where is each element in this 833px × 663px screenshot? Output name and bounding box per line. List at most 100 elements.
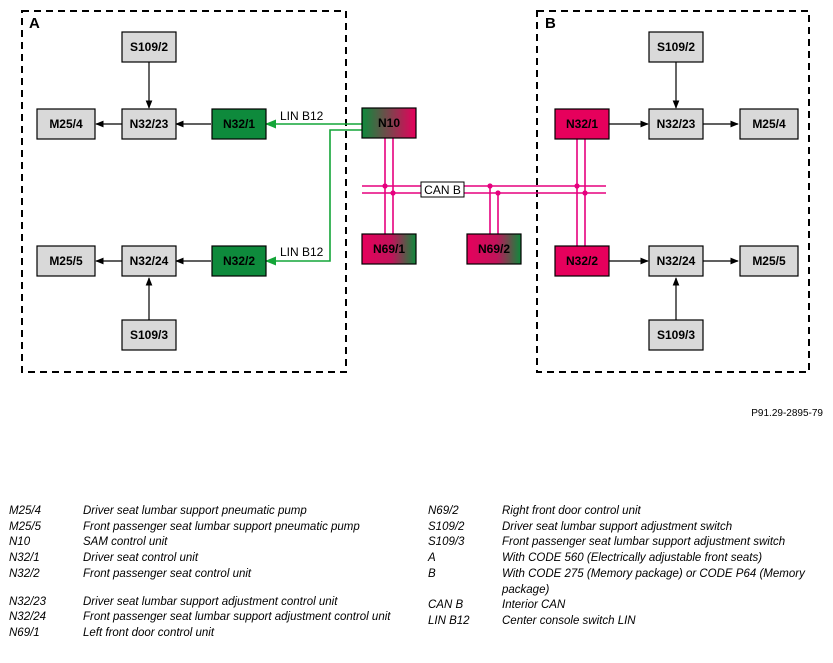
svg-text:S109/2: S109/2 [657, 40, 695, 54]
svg-text:M25/4: M25/4 [49, 117, 83, 131]
legend-row: N32/24 Front passenger seat lumbar suppor… [9, 610, 399, 626]
legend-code: N32/24 [9, 611, 47, 624]
legend-description: Interior CAN [502, 599, 566, 612]
legend-row: N32/23 Driver seat lumbar support adjustm… [9, 595, 399, 611]
legend-description: Front passenger seat lumbar support adju… [83, 611, 391, 624]
legend-row: S109/2 Driver seat lumbar support adjustm… [428, 520, 818, 536]
legend-code: N32/2 [9, 567, 40, 580]
legend-code: N32/1 [9, 552, 40, 565]
box-n32-2: N32/2 [211, 245, 267, 277]
legend-row: N10 SAM control unit [9, 535, 399, 551]
legend-row: N32/1 Driver seat control unit [9, 551, 399, 567]
svg-text:S109/2: S109/2 [130, 40, 168, 54]
svg-text:N69/1: N69/1 [373, 242, 405, 256]
legend-description: With CODE 560 (Electrically adjustable f… [502, 552, 763, 565]
svg-text:M25/4: M25/4 [752, 117, 786, 131]
svg-text:N32/2: N32/2 [223, 254, 255, 268]
can-b-label-box [420, 181, 465, 198]
lin-b12-top-label: LIN B12 [280, 109, 324, 123]
box-n32-24-right: N32/24 [648, 245, 704, 277]
legend-description: Front passenger seat lumbar support pneu… [83, 520, 360, 533]
legend-code: S109/3 [428, 536, 465, 549]
legend-code: N10 [9, 536, 31, 549]
legend-description: Driver seat lumbar support adjustment sw… [502, 520, 733, 533]
box-m25-4-left: M25/4 [36, 108, 96, 140]
lin-bus [264, 119, 362, 266]
svg-text:N32/23: N32/23 [130, 117, 169, 131]
legend-row: A With CODE 560 (Electrically adjustable … [428, 551, 818, 567]
svg-text:M25/5: M25/5 [49, 254, 83, 268]
can-bus [362, 138, 606, 246]
svg-text:N32/2: N32/2 [566, 254, 598, 268]
legend-code: N69/1 [9, 626, 40, 639]
legend-row: M25/5 Front passenger seat lumbar support… [9, 520, 399, 536]
legend-description: SAM control unit [83, 536, 168, 549]
legend-code: N69/2 [428, 505, 459, 517]
region-a-frame [21, 10, 347, 373]
legend-code: A [428, 552, 436, 565]
box-s109-3-left: S109/3 [121, 319, 177, 351]
region-a-label: A [29, 15, 40, 32]
box-s109-2-right: S109/2 [648, 31, 704, 63]
legend-code: M25/5 [9, 520, 41, 533]
box-n32-23-right: N32/23 [648, 108, 704, 140]
box-s109-2-left: S109/2 [121, 31, 177, 63]
region-b-label: B [545, 15, 556, 32]
legend-code: LIN B12 [428, 614, 470, 627]
box-s109-3-right: S109/3 [648, 319, 704, 351]
svg-text:S109/3: S109/3 [657, 328, 695, 342]
legend-code: CAN B [428, 599, 464, 612]
legend-row: LIN B12 Center console switch LIN [428, 614, 818, 630]
svg-text:N69/2: N69/2 [478, 242, 510, 256]
signal-arrows-b [609, 62, 739, 322]
legend-left: M25/4 Driver seat lumbar support pneumati… [9, 504, 399, 642]
legend-description: Center console switch LIN [502, 614, 636, 627]
legend-row: CAN B Interior CAN [428, 598, 818, 614]
box-m25-4-right: M25/4 [739, 108, 799, 140]
legend-code: B [428, 567, 436, 580]
box-n32-2-right: N32/2 [554, 245, 610, 277]
svg-text:N32/1: N32/1 [223, 117, 255, 131]
legend-code: N32/23 [9, 595, 47, 608]
svg-text:N32/24: N32/24 [130, 254, 169, 268]
svg-text:N32/23: N32/23 [657, 117, 696, 131]
can-b-label: CAN B [424, 183, 461, 197]
legend-description: With CODE 275 (Memory package) or CODE P… [502, 567, 805, 596]
svg-text:M25/5: M25/5 [752, 254, 786, 268]
box-m25-5-left: M25/5 [36, 245, 96, 277]
legend-description: Front passenger seat lumbar support adju… [502, 536, 786, 549]
legend-row: B With CODE 275 (Memory package) or CODE … [428, 567, 818, 598]
legend-description: Right front door control unit [502, 505, 641, 517]
region-b-frame [536, 10, 810, 373]
figure-reference: P91.29-2895-79 [751, 408, 823, 419]
box-n32-1-right: N32/1 [554, 108, 610, 140]
legend-code: M25/4 [9, 505, 41, 517]
box-m25-5-right: M25/5 [739, 245, 799, 277]
box-n69-1: N69/1 [361, 233, 417, 265]
box-n10: N10 [361, 107, 417, 139]
legend-description: Driver seat lumbar support adjustment co… [83, 595, 338, 608]
box-n32-24-left: N32/24 [121, 245, 177, 277]
legend-row: N69/1 Left front door control unit [9, 626, 399, 642]
box-n69-2: N69/2 [466, 233, 522, 265]
signal-arrows-a [95, 62, 211, 322]
legend-row: N32/2 Front passenger seat control unit [9, 567, 399, 583]
svg-text:N32/24: N32/24 [657, 254, 696, 268]
legend-description: Driver seat control unit [83, 552, 199, 565]
svg-text:N10: N10 [378, 116, 400, 130]
network-diagram: A B CAN B LIN B12 LIN B12 [21, 10, 810, 373]
can-bus-junctions [382, 183, 588, 196]
legend-code: S109/2 [428, 520, 465, 533]
legend-description: Left front door control unit [83, 626, 215, 639]
legend-row: N69/2 Right front door control unit [428, 504, 818, 520]
svg-text:S109/3: S109/3 [130, 328, 168, 342]
legend-description: Front passenger seat control unit [83, 567, 252, 580]
legend-description: Driver seat lumbar support pneumatic pum… [83, 505, 307, 517]
legend-row: M25/4 Driver seat lumbar support pneumati… [9, 504, 399, 520]
box-n32-1: N32/1 [211, 108, 267, 140]
lin-b12-bottom-label: LIN B12 [280, 245, 324, 259]
svg-text:N32/1: N32/1 [566, 117, 598, 131]
box-n32-23-left: N32/23 [121, 108, 177, 140]
legend-spacer [9, 583, 399, 595]
